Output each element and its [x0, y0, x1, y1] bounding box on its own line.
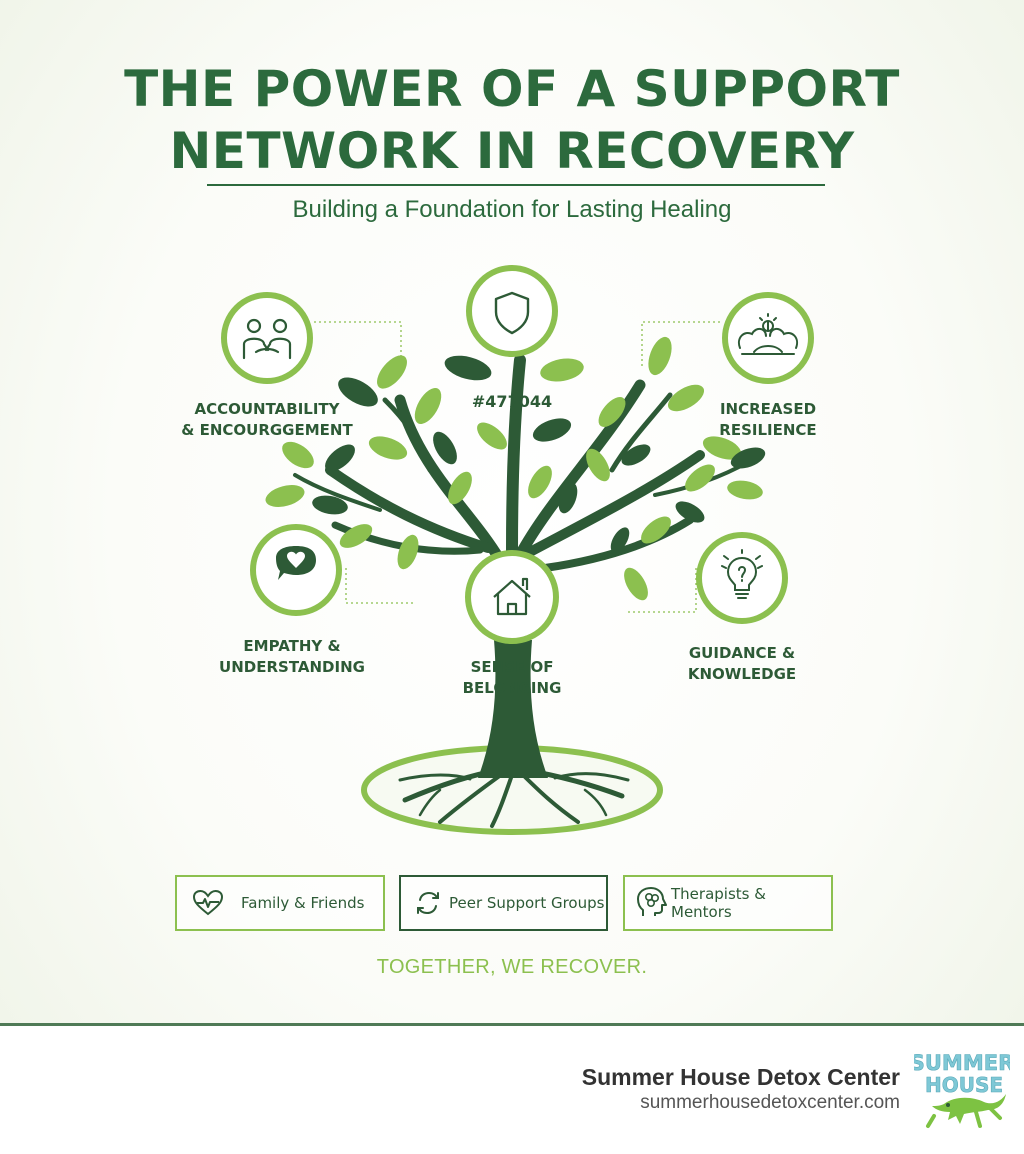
title-divider [207, 184, 825, 186]
support-peer-label: Peer Support Groups [449, 894, 605, 912]
page-title-line-1: THE POWER OF A SUPPORT [124, 60, 900, 118]
refresh-icon [417, 891, 439, 915]
brain-head-icon [637, 887, 667, 916]
home-icon [493, 577, 531, 616]
accountability-label: ACCOUNTABILITY & ENCOURGGEMENT [181, 400, 353, 439]
tree-trunk [478, 640, 548, 778]
svg-text:SUMMER: SUMMER [914, 1051, 1010, 1075]
resilience-node [722, 292, 814, 384]
subtitle: Building a Foundation for Lasting Healin… [292, 196, 732, 223]
support-therapists-label: Therapists & Mentors [671, 885, 766, 921]
summer-house-logo: SUMMER HOUSE [914, 1051, 1010, 1128]
guidance-label: GUIDANCE & KNOWLEDGE [687, 644, 797, 683]
heart-chat-icon [287, 551, 305, 568]
support-family-label: Family & Friends [241, 894, 365, 912]
tagline: TOGETHER, WE RECOVER. [376, 956, 648, 978]
support-peer-groups: Peer Support Groups [399, 875, 608, 931]
people-icon [242, 318, 292, 360]
connector-lines [314, 321, 720, 613]
tree-leaves [265, 336, 766, 601]
guidance-node [696, 532, 788, 624]
footer [0, 1026, 1024, 1154]
svg-text:HOUSE: HOUSE [925, 1073, 1003, 1097]
empathy-label: EMPATHY & UNDERSTANDING [219, 637, 365, 676]
empathy-node [250, 524, 342, 616]
support-therapists-mentors: Therapists & Mentors [623, 875, 833, 931]
resilience-label: INCREASED RESILIENCE [719, 400, 817, 439]
org-name: Summer House Detox Center [581, 1064, 900, 1090]
support-family-friends: Family & Friends [175, 875, 385, 931]
page-title-line-2: NETWORK IN RECOVERY [169, 122, 855, 180]
shield-icon [494, 291, 530, 335]
accountability-node [221, 292, 313, 384]
safety-label: #477044 [471, 392, 553, 411]
belonging-node [465, 550, 559, 644]
mind-growth-icon [738, 313, 798, 355]
lightbulb-icon [721, 549, 763, 599]
belonging-label: SENSE OF BELONGING [462, 658, 562, 697]
footer-divider [0, 1023, 1024, 1026]
safety-node [466, 265, 558, 357]
org-url[interactable]: summerhousedetoxcenter.com [640, 1092, 900, 1113]
heart-pulse-icon [192, 889, 224, 916]
support-tree-diagram [221, 265, 814, 835]
